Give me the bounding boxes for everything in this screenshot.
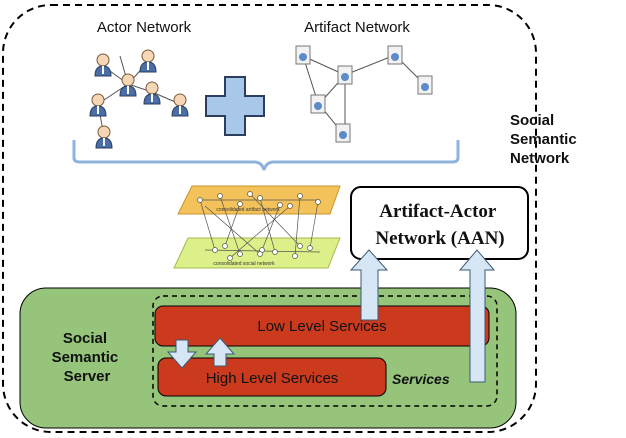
down-arrow-icon	[166, 339, 198, 369]
person-icon	[171, 93, 189, 117]
artifact-network-edges	[302, 54, 425, 131]
services-label: Services	[392, 371, 450, 387]
aan-label: Artifact-Actor Network (AAN)	[375, 201, 504, 249]
document-icon	[310, 94, 326, 114]
person-icon	[89, 93, 107, 117]
actor-network-edges	[97, 55, 181, 137]
person-icon	[143, 81, 161, 105]
person-icon	[94, 53, 112, 77]
document-icon	[387, 45, 403, 65]
consolidated-network-graphic: consolidated artifact network consolidat…	[173, 185, 341, 269]
social-semantic-network-boundary	[2, 4, 537, 433]
person-icon	[139, 49, 157, 73]
up-arrow-icon	[349, 249, 389, 321]
social-semantic-network-label: Social Semantic Network	[510, 112, 581, 167]
low-level-services-box[interactable]	[154, 305, 490, 347]
plus-icon	[205, 76, 265, 136]
high-level-services-box[interactable]	[157, 357, 387, 397]
person-icon	[95, 125, 113, 149]
actor-network-title: Actor Network	[97, 19, 192, 36]
grouping-brace	[72, 140, 460, 171]
document-icon	[337, 65, 353, 85]
artifact-network-title: Artifact Network	[304, 19, 410, 36]
low-level-services-label: Low Level Services	[257, 318, 386, 335]
services-boundary	[152, 295, 498, 407]
high-level-services-label: High Level Services	[206, 370, 339, 387]
consolidated-artifact-network-label: consolidated artifact network	[216, 207, 280, 213]
consolidated-social-network-label: consolidated social network	[213, 261, 275, 267]
person-icon	[119, 73, 137, 97]
up-arrow-icon	[458, 249, 496, 383]
social-semantic-server-label: Social Semantic Server	[52, 330, 123, 385]
up-arrow-icon	[204, 337, 236, 367]
document-icon	[417, 75, 433, 95]
actor-network-nodes	[89, 49, 189, 149]
aan-box[interactable]	[350, 186, 529, 260]
document-icon	[335, 123, 351, 143]
artifact-network-nodes	[295, 45, 433, 143]
document-icon	[295, 45, 311, 65]
